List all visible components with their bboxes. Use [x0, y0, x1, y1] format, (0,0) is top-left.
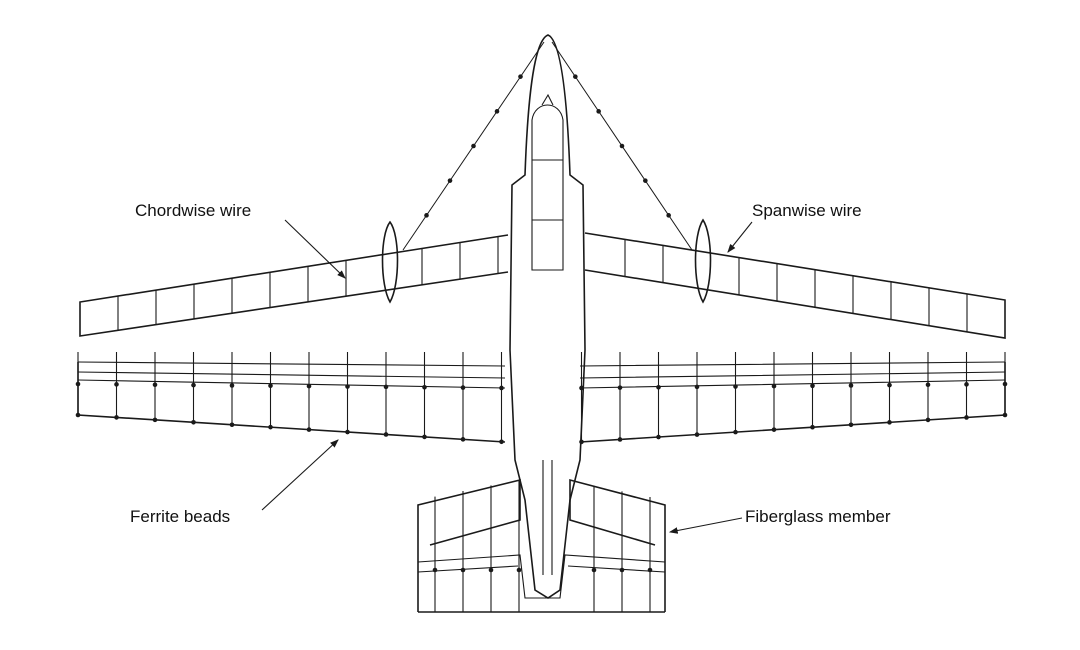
fiberglass-member-label: Fiberglass member [745, 507, 891, 526]
ferrite-bead [887, 420, 892, 425]
ferrite-bead [848, 383, 854, 388]
ferrite-bead [75, 412, 81, 418]
ferrite-bead [643, 178, 648, 183]
ferrite-bead [733, 429, 738, 435]
ferrite-bead [1002, 412, 1008, 418]
ferrite-bead [925, 417, 931, 423]
lower-left-wing [77, 361, 506, 443]
ferrite-bead [152, 417, 158, 423]
ferrite-bead [887, 382, 892, 388]
fiberglass-leader [668, 517, 743, 534]
ferrite-bead [964, 382, 969, 387]
ferrite-bead [268, 424, 273, 430]
canopy [531, 104, 564, 271]
ferrite-bead [191, 420, 196, 425]
ferrite-bead [810, 383, 815, 389]
ferrite-bead [964, 415, 969, 420]
ferrite-bead [460, 385, 466, 390]
nose-wires [402, 41, 693, 251]
ferrite-bead [771, 427, 777, 432]
ferrite-bead [579, 385, 584, 391]
left-engine-pod [381, 220, 399, 304]
spanwise-leader [727, 221, 753, 253]
ferrite-beads-label: Ferrite beads [130, 507, 230, 526]
ferrite-bead [499, 385, 504, 391]
tail-assembly [417, 478, 666, 613]
ferrite-bead [516, 567, 522, 573]
ferrite-bead [771, 383, 777, 389]
ferrite-bead [488, 567, 494, 573]
spanwise-wire-label: Spanwise wire [752, 201, 862, 220]
ferrite-bead [619, 567, 625, 573]
upper-left-wing [79, 234, 509, 337]
ferrite-bead [518, 74, 523, 79]
ferrite-bead [306, 427, 312, 432]
ferrite-bead [694, 432, 700, 437]
ferrite-bead [694, 384, 700, 390]
ferrite-bead [75, 381, 81, 387]
ferrite-bead [617, 385, 623, 390]
ferrite-bead [114, 382, 119, 387]
ferrite-bead [471, 143, 476, 149]
ferrite-bead [422, 434, 427, 440]
ferrite-bead [345, 384, 350, 389]
ferrite-bead [810, 424, 815, 430]
ferrite-bead [666, 213, 671, 218]
ferrite-bead [114, 415, 119, 420]
ferrite-bead [733, 384, 738, 389]
ferrite-bead [579, 439, 584, 445]
lower-right-wing [579, 361, 1006, 443]
ferrite-bead [460, 437, 466, 442]
ferrite-bead [656, 434, 661, 440]
ferrite-bead [591, 567, 597, 573]
right-engine-pod [694, 218, 712, 304]
ferrite-bead [268, 383, 273, 389]
ferrite-bead [619, 143, 625, 149]
ferrite-bead [596, 109, 601, 114]
chordwise-leader [284, 219, 346, 279]
ferrite-bead [1002, 381, 1008, 387]
ferrite-bead [383, 432, 389, 437]
wing-ribs-and-beads [75, 74, 1008, 612]
ferrite-bead [848, 422, 854, 428]
ferrite-bead [494, 109, 500, 114]
chordwise-wire-label: Chordwise wire [135, 201, 251, 220]
ferrite-bead [925, 382, 931, 388]
ferrite-bead [656, 384, 661, 390]
ferrite-bead [573, 74, 578, 79]
ferrite-bead [499, 439, 504, 445]
ferrite-bead [152, 382, 158, 388]
ferrite-bead [229, 422, 235, 428]
ferrite-bead [383, 384, 389, 390]
fuselage [509, 34, 586, 599]
ferrite-bead [229, 383, 235, 388]
upper-right-wing [584, 232, 1006, 339]
ferrite-bead [647, 567, 653, 573]
ferrite-bead [306, 383, 312, 389]
ferrite-bead [432, 567, 438, 573]
ferrite-leader [261, 439, 339, 511]
ferrite-bead [422, 384, 427, 390]
ferrite-bead [447, 178, 453, 183]
ferrite-bead [424, 213, 429, 218]
ferrite-bead [191, 382, 196, 388]
ferrite-bead [345, 429, 350, 435]
ferrite-bead [460, 567, 466, 573]
ferrite-bead [617, 437, 623, 442]
